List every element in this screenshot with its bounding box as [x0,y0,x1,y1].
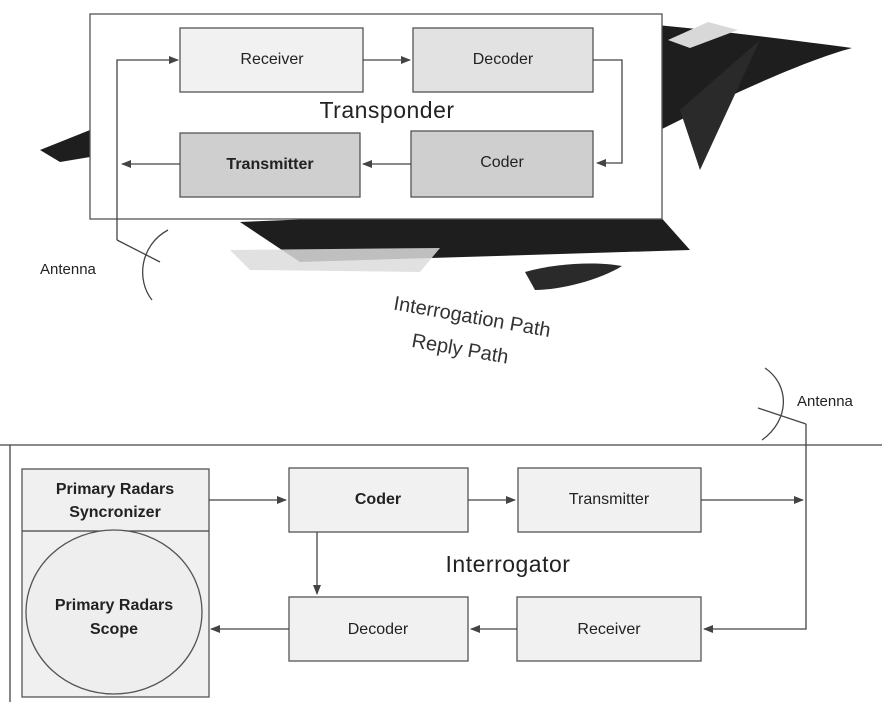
transponder-receiver-label: Receiver [240,51,304,68]
antenna-bottom-label: Antenna [797,393,854,410]
antenna-bottom-icon [762,368,783,440]
transponder-antenna-feed [117,240,160,262]
scope-label-line1: Primary Radars [55,597,173,614]
transponder-transmitter-label: Transmitter [226,156,313,173]
interrogator-title: Interrogator [446,551,571,577]
transponder-coder-label: Coder [480,154,524,171]
interrogator-receiver-label: Receiver [577,621,641,638]
transponder-decoder-label: Decoder [473,51,534,68]
arrow-antenna-to-receiver [704,424,806,629]
transponder-title: Transponder [319,97,454,123]
interrogator-transmitter-label: Transmitter [569,491,650,508]
synchronizer-label-line2: Syncronizer [69,504,161,521]
synchronizer-label-line1: Primary Radars [56,481,174,498]
interrogator-decoder-label: Decoder [348,621,409,638]
antenna-top-label: Antenna [40,261,97,278]
reply-path-label: Reply Path [410,330,510,369]
scope-label-line2: Scope [90,621,138,638]
antenna-top-icon [143,230,168,300]
interrogator-coder-label: Coder [355,491,401,508]
